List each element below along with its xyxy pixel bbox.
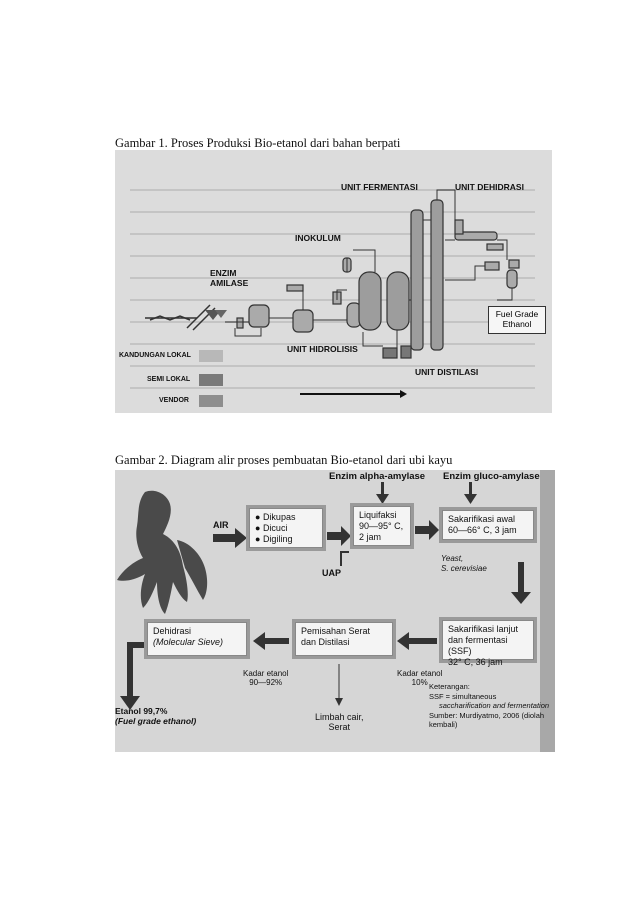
ethanol-line: Ethanol bbox=[502, 319, 532, 329]
label-unit-fermentasi: UNIT FERMENTASI bbox=[341, 182, 418, 192]
keterangan-source: Sumber: Murdiyatmo, 2006 (diolah bbox=[429, 710, 545, 720]
label-kadar-etanol-92: Kadar etanol 90—92% bbox=[243, 669, 288, 687]
step1-item: ● Dikupas bbox=[255, 512, 296, 522]
label-air: AIR bbox=[213, 520, 229, 530]
label-enzim-alpha-amylase: Enzim alpha-amylase bbox=[329, 471, 426, 482]
dehidrasi-title: Dehidrasi bbox=[153, 626, 192, 636]
legend-swatch-vendor bbox=[199, 395, 223, 407]
dehidrasi-subtitle: (Molecular Sieve) bbox=[153, 637, 224, 647]
keterangan-note: Keterangan: SSF = simultaneous saccharif… bbox=[429, 682, 549, 730]
legend-swatch-semi-lokal bbox=[199, 374, 223, 386]
label-unit-distilasi: UNIT DISTILASI bbox=[415, 367, 479, 377]
keterangan-ssf-def: saccharification and fermentation bbox=[439, 701, 550, 710]
step1-item: ● Digiling bbox=[255, 534, 293, 544]
legend-label-vendor: VENDOR bbox=[159, 397, 189, 404]
kadar-etanol-1-value: 90—92% bbox=[249, 678, 283, 687]
figure2-flow-diagram: Enzim alpha-amylase Enzim gluco-amylase … bbox=[115, 470, 555, 752]
limbah-line1: Limbah cair, bbox=[315, 712, 364, 722]
flow-diagram-drawing bbox=[117, 470, 555, 752]
liquifaksi-title: Liquifaksi bbox=[359, 510, 397, 520]
label-yeast: Yeast, bbox=[441, 554, 464, 563]
kadar-etanol-2-label: Kadar etanol bbox=[397, 669, 443, 678]
keterangan-source-end: kembali) bbox=[429, 720, 458, 729]
step-sakarifikasi-awal-box: Sakarifikasi awal 60—66° C, 3 jam bbox=[442, 510, 534, 540]
legend-swatch-kandungan-lokal bbox=[199, 350, 223, 362]
pemisahan-title: Pemisahan Serat bbox=[301, 626, 371, 636]
ssf-title: Sakarifikasi lanjut bbox=[448, 624, 519, 634]
process-equipment-drawing bbox=[130, 189, 535, 398]
label-enzim-gluco-amylase: Enzim gluco-amylase bbox=[443, 471, 540, 482]
keterangan-title: Keterangan: bbox=[429, 682, 470, 691]
limbah-line2: Serat bbox=[328, 722, 351, 732]
step-liquifaksi-box: Liquifaksi 90—95° C, 2 jam bbox=[353, 506, 411, 546]
ssf-detail: 32° C, 36 jam bbox=[448, 657, 503, 667]
label-unit-hidrolisis: UNIT HIDROLISIS bbox=[287, 344, 358, 354]
ssf-subtitle: dan fermentasi (SSF) bbox=[448, 635, 508, 656]
step-preparation-box: ● Dikupas ● Dicuci ● Digiling bbox=[249, 508, 323, 548]
kadar-etanol-1-label: Kadar etanol bbox=[243, 669, 289, 678]
step-ssf-box: Sakarifikasi lanjut dan fermentasi (SSF)… bbox=[442, 620, 534, 667]
kadar-etanol-2-value: 10% bbox=[411, 678, 428, 687]
label-enzim: ENZIM bbox=[210, 268, 237, 278]
label-limbah: Limbah cair, Serat bbox=[315, 712, 364, 732]
liquifaksi-time: 2 jam bbox=[359, 532, 382, 542]
label-etanol-output: Etanol 99,7% (Fuel grade ethanol) bbox=[115, 706, 196, 726]
label-inokulum: INOKULUM bbox=[295, 233, 341, 243]
step-dehidrasi-box: Dehidrasi (Molecular Sieve) bbox=[147, 622, 247, 656]
legend-label-kandungan-lokal: KANDUNGAN LOKAL bbox=[119, 352, 191, 359]
pemisahan-subtitle: dan Distilasi bbox=[301, 637, 350, 647]
label-yeast-species: S. cerevisiae bbox=[441, 564, 487, 573]
liquifaksi-temp: 90—95° C, bbox=[359, 521, 404, 531]
figure2-caption: Gambar 2. Diagram alir proses pembuatan … bbox=[115, 453, 453, 467]
step-pemisahan-box: Pemisahan Serat dan Distilasi bbox=[295, 622, 393, 656]
label-amilase: AMILASE bbox=[210, 278, 249, 288]
figure1-caption: Gambar 1. Proses Produksi Bio-etanol dar… bbox=[115, 136, 401, 150]
etanol-grade: (Fuel grade ethanol) bbox=[115, 716, 197, 726]
figure1-process-image: UNIT FERMENTASI UNIT DEHIDRASI INOKULUM … bbox=[115, 150, 552, 413]
step1-item: ● Dicuci bbox=[255, 523, 288, 533]
label-unit-dehidrasi: UNIT DEHIDRASI bbox=[455, 182, 524, 192]
keterangan-ssf: SSF = simultaneous bbox=[429, 691, 497, 701]
sakarifikasi-awal-title: Sakarifikasi awal bbox=[448, 514, 516, 524]
label-uap: UAP bbox=[322, 568, 342, 578]
label-kadar-etanol-10: Kadar etanol 10% bbox=[397, 669, 442, 687]
sakarifikasi-awal-detail: 60—66° C, 3 jam bbox=[448, 525, 517, 535]
fuel-grade-ethanol-box: Fuel Grade Ethanol bbox=[488, 306, 546, 334]
etanol-percent: Etanol 99,7% bbox=[115, 706, 168, 716]
fuel-grade-line: Fuel Grade bbox=[495, 309, 539, 319]
legend-label-semi-lokal: SEMI LOKAL bbox=[147, 376, 191, 383]
